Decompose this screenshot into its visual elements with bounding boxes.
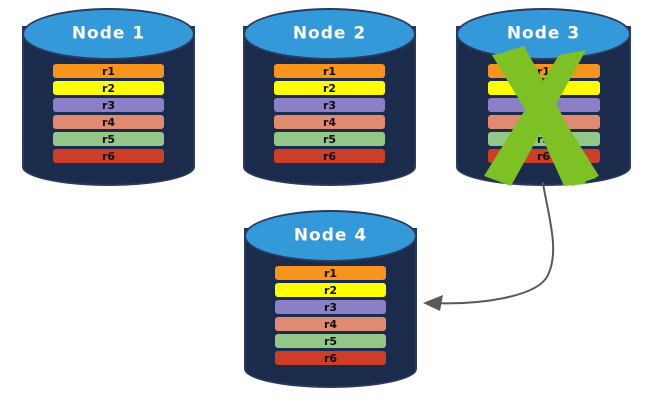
record-r1[interactable]: r1 [274,64,385,78]
record-r4[interactable]: r4 [275,317,386,331]
record-r1[interactable]: r1 [53,64,164,78]
node-2[interactable]: Node 2 r1 r2 r3 r4 r5 r6 [243,8,416,186]
record-r2[interactable]: r2 [53,81,164,95]
node-3[interactable]: Node 3 r1 r2 r3 r4 r5 r6 [456,8,631,186]
cylinder-top: Node 4 [244,210,417,262]
record-label: r5 [101,132,116,146]
record-r5[interactable]: r5 [275,334,386,348]
node-title: Node 2 [292,23,367,44]
record-r6[interactable]: r6 [274,149,385,163]
record-label: r1 [323,266,338,280]
record-list: r1 r2 r3 r4 r5 r6 [274,64,385,163]
record-label: r2 [322,81,337,95]
record-r5[interactable]: r5 [274,132,385,146]
record-label: r3 [322,98,337,112]
node-4[interactable]: Node 4 r1 r2 r3 r4 r5 r6 [244,210,417,388]
node-title: Node 1 [71,23,146,44]
record-list: r1 r2 r3 r4 r5 r6 [275,266,386,365]
record-label: r4 [536,115,551,129]
record-r1[interactable]: r1 [275,266,386,280]
record-label: r3 [536,98,551,112]
record-list: r1 r2 r3 r4 r5 r6 [487,64,600,163]
record-r3[interactable]: r3 [274,98,385,112]
record-label: r3 [323,300,338,314]
record-r6[interactable]: r6 [275,351,386,365]
record-r2[interactable]: r2 [487,81,600,95]
record-label: r2 [323,283,338,297]
record-r2[interactable]: r2 [275,283,386,297]
cylinder-top: Node 3 [456,8,631,60]
record-r4[interactable]: r4 [274,115,385,129]
record-r4[interactable]: r4 [487,115,600,129]
record-label: r5 [322,132,337,146]
record-label: r1 [322,64,337,78]
record-r4[interactable]: r4 [53,115,164,129]
cylinder-top: Node 2 [243,8,416,60]
record-label: r5 [323,334,338,348]
record-label: r6 [323,351,338,365]
node-title: Node 3 [506,23,581,44]
record-label: r5 [536,132,551,146]
record-label: r4 [323,317,338,331]
record-label: r2 [536,81,551,95]
record-label: r1 [101,64,116,78]
record-r3[interactable]: r3 [487,98,600,112]
record-r2[interactable]: r2 [274,81,385,95]
record-label: r3 [101,98,116,112]
connector-node3-to-node4 [431,182,555,305]
record-label: r4 [101,115,116,129]
record-r5[interactable]: r5 [487,132,600,146]
cylinder-top: Node 1 [22,8,195,60]
record-r3[interactable]: r3 [275,300,386,314]
record-label: r1 [536,64,551,78]
record-r3[interactable]: r3 [53,98,164,112]
record-label: r6 [536,149,551,163]
record-label: r4 [322,115,337,129]
node-1[interactable]: Node 1 r1 r2 r3 r4 r5 r6 [22,8,195,186]
record-list: r1 r2 r3 r4 r5 r6 [53,64,164,163]
record-r6[interactable]: r6 [53,149,164,163]
record-r5[interactable]: r5 [53,132,164,146]
node-title: Node 4 [293,225,368,246]
record-r6[interactable]: r6 [487,149,600,163]
arrowhead-icon [423,295,443,311]
record-label: r6 [322,149,337,163]
record-r1[interactable]: r1 [487,64,600,78]
record-label: r6 [101,149,116,163]
record-label: r2 [101,81,116,95]
